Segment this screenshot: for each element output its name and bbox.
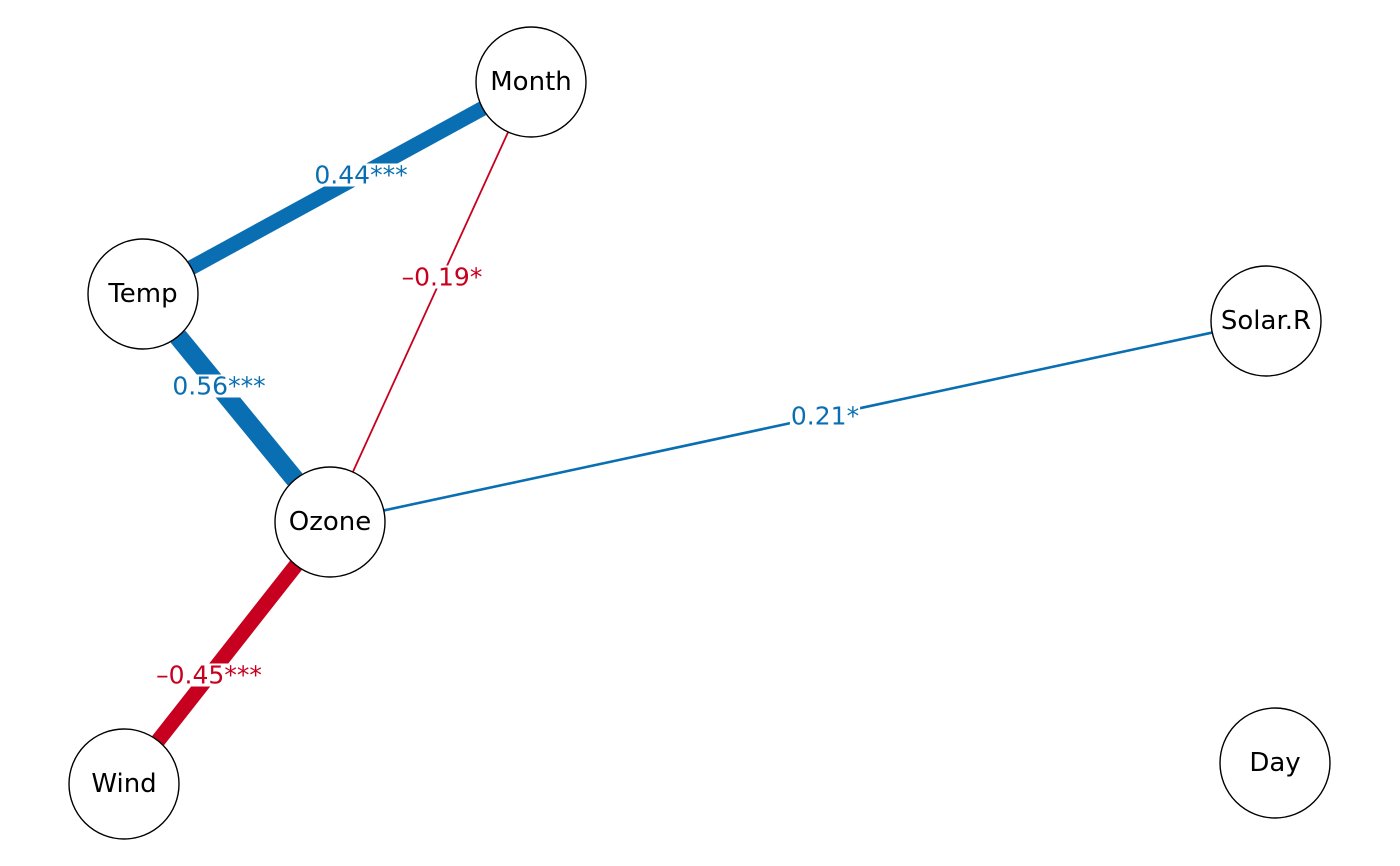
node-label: Ozone (289, 507, 372, 537)
edge-temp-ozone (170, 330, 303, 486)
node-solar: Solar.R (1210, 265, 1322, 377)
node-month: Month (475, 26, 587, 138)
node-circle (1219, 707, 1331, 819)
node-label: Temp (107, 279, 177, 309)
node-circle (87, 238, 199, 350)
node-circle (274, 466, 386, 578)
edges-layer (152, 101, 1213, 746)
edge-label-month-ozone: –0.19* (400, 263, 484, 292)
edge-label-background (313, 163, 409, 187)
edge-label-text: –0.19* (402, 263, 483, 292)
node-temp: Temp (87, 238, 199, 350)
edge-label-background (789, 404, 861, 428)
node-label: Solar.R (1221, 306, 1311, 336)
edge-label-text: 0.44*** (314, 161, 407, 190)
node-label: Day (1249, 748, 1300, 778)
edge-ozone-wind (152, 560, 302, 746)
node-label: Month (490, 67, 572, 97)
node-wind: Wind (68, 728, 180, 840)
node-circle (1210, 265, 1322, 377)
edge-label-background (155, 663, 263, 687)
edge-label-temp-ozone: 0.56*** (171, 372, 267, 401)
edge-labels-layer: 0.44*** –0.19* 0.56*** 0.21* –0.45*** (155, 161, 861, 690)
edge-label-ozone-wind: –0.45*** (155, 661, 263, 690)
edge-label-ozone-solar: 0.21* (789, 402, 861, 431)
edge-label-text: 0.21* (791, 402, 859, 431)
node-day: Day (1219, 707, 1331, 819)
edge-temp-month (187, 101, 487, 275)
node-ozone: Ozone (274, 466, 386, 578)
edge-label-text: –0.45*** (156, 661, 262, 690)
node-label: Wind (91, 769, 156, 799)
edge-label-text: 0.56*** (172, 372, 265, 401)
edge-label-background (400, 265, 484, 289)
edge-month-ozone (352, 131, 509, 473)
edge-label-temp-month: 0.44*** (313, 161, 409, 190)
node-circle (68, 728, 180, 840)
node-circle (475, 26, 587, 138)
edge-label-background (171, 374, 267, 398)
